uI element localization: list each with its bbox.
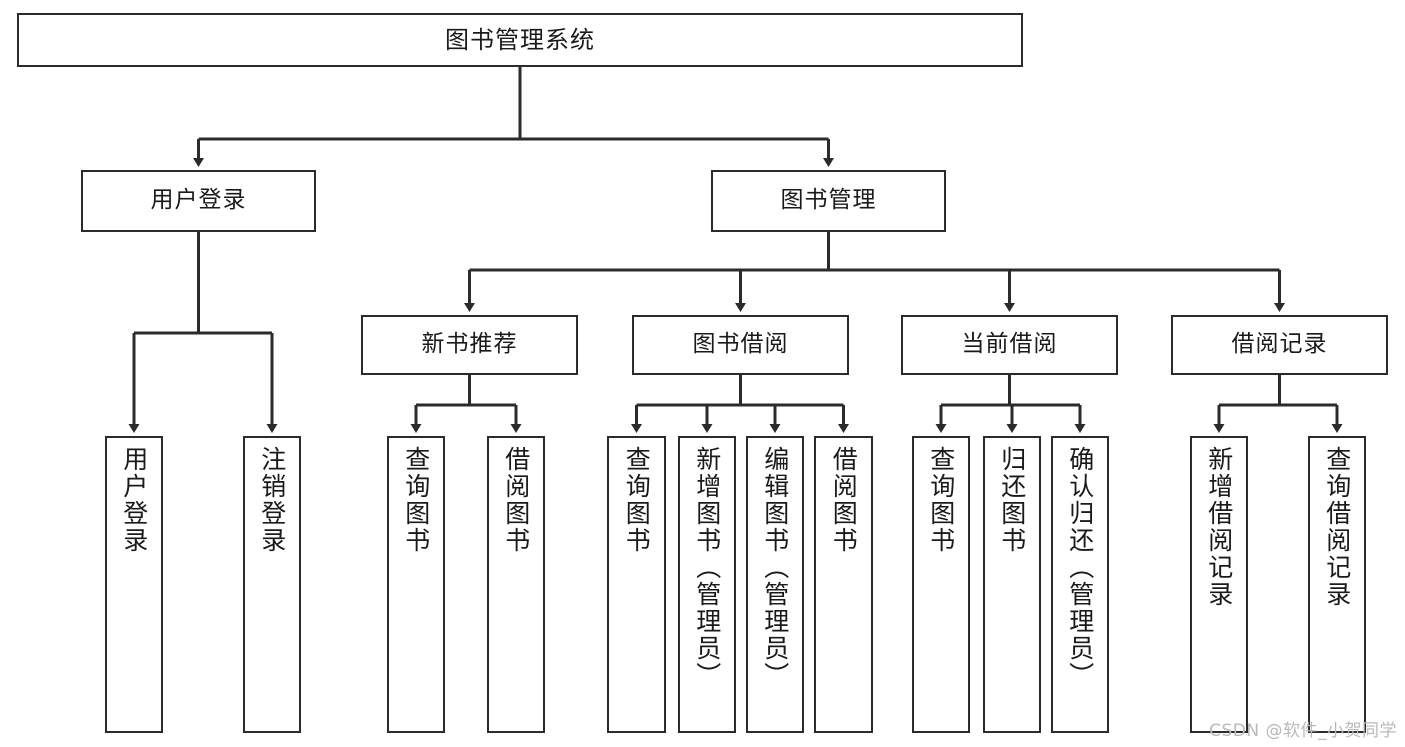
node-leaf-confirm-return-label: 确认归还（管理员） — [1065, 446, 1095, 689]
node-leaf-query-book-2[interactable]: 查询图书 — [607, 436, 666, 733]
node-leaf-confirm-return[interactable]: 确认归还（管理员） — [1051, 436, 1109, 733]
node-book-borrow-label: 图书借阅 — [692, 331, 789, 358]
node-leaf-borrow-book-1-label: 借阅图书 — [501, 446, 531, 554]
node-leaf-edit-book[interactable]: 编辑图书（管理员） — [746, 436, 804, 733]
node-root[interactable]: 图书管理系统 — [17, 13, 1023, 67]
node-leaf-return-book-label: 归还图书 — [997, 446, 1027, 554]
node-leaf-user-login-label: 用户登录 — [119, 446, 149, 554]
node-leaf-add-record[interactable]: 新增借阅记录 — [1190, 436, 1248, 733]
node-current-borrow-label: 当前借阅 — [961, 331, 1058, 358]
node-leaf-borrow-book-2-label: 借阅图书 — [829, 446, 859, 554]
watermark: CSDN @软件_小贺同学 — [1209, 721, 1397, 741]
node-leaf-query-book-3-label: 查询图书 — [926, 446, 956, 554]
node-leaf-query-book-1-label: 查询图书 — [401, 446, 431, 554]
node-leaf-query-book-1[interactable]: 查询图书 — [387, 436, 445, 733]
node-leaf-add-book-label: 新增图书（管理员） — [692, 446, 722, 689]
node-leaf-query-record[interactable]: 查询借阅记录 — [1308, 436, 1366, 733]
node-leaf-query-record-label: 查询借阅记录 — [1322, 446, 1352, 608]
node-leaf-return-book[interactable]: 归还图书 — [983, 436, 1041, 733]
node-new-book-rec-label: 新书推荐 — [421, 331, 518, 358]
node-leaf-borrow-book-1[interactable]: 借阅图书 — [487, 436, 545, 733]
node-current-borrow[interactable]: 当前借阅 — [901, 315, 1118, 375]
node-book-manage-label: 图书管理 — [780, 187, 877, 214]
node-new-book-rec[interactable]: 新书推荐 — [361, 315, 578, 375]
node-root-label: 图书管理系统 — [445, 25, 595, 54]
node-leaf-add-record-label: 新增借阅记录 — [1204, 446, 1234, 608]
node-user-login-label: 用户登录 — [150, 187, 247, 214]
node-leaf-user-login[interactable]: 用户登录 — [105, 436, 163, 733]
node-leaf-logout-label: 注销登录 — [257, 446, 287, 554]
node-leaf-logout[interactable]: 注销登录 — [243, 436, 301, 733]
node-borrow-record-label: 借阅记录 — [1231, 331, 1328, 358]
node-book-borrow[interactable]: 图书借阅 — [632, 315, 849, 375]
node-leaf-edit-book-label: 编辑图书（管理员） — [760, 446, 790, 689]
node-borrow-record[interactable]: 借阅记录 — [1171, 315, 1388, 375]
node-leaf-query-book-3[interactable]: 查询图书 — [912, 436, 970, 733]
node-leaf-query-book-2-label: 查询图书 — [622, 446, 652, 554]
node-leaf-add-book[interactable]: 新增图书（管理员） — [678, 436, 736, 733]
node-book-manage[interactable]: 图书管理 — [711, 170, 946, 232]
node-user-login[interactable]: 用户登录 — [81, 170, 316, 232]
node-leaf-borrow-book-2[interactable]: 借阅图书 — [814, 436, 873, 733]
